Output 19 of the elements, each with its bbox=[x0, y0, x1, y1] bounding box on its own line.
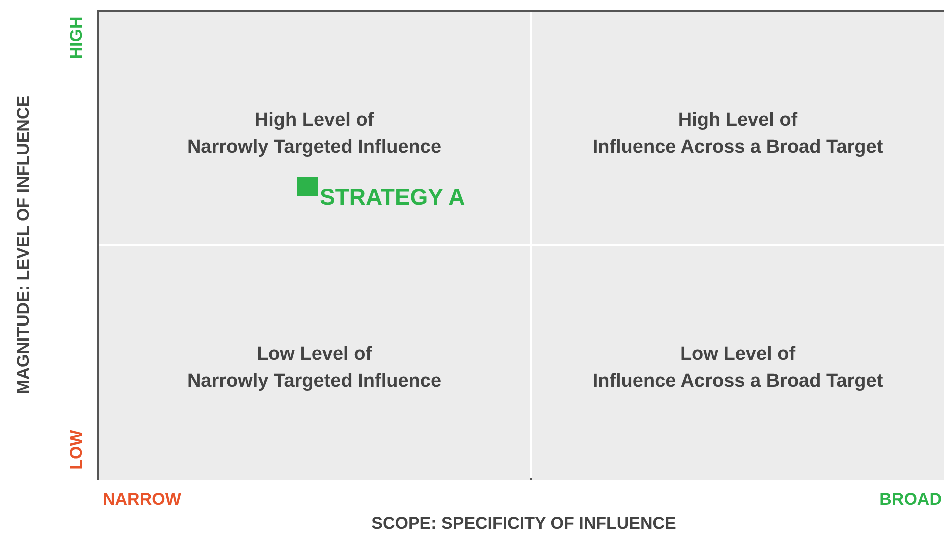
axis-title: SCOPE: SPECIFICITY OF INFLUENCE bbox=[372, 514, 676, 533]
quadrant-text: Influence Across a Broad Target bbox=[592, 370, 884, 394]
axis-end-label: LOW bbox=[67, 430, 87, 470]
quadrant-heading: Low Level of bbox=[680, 343, 796, 367]
quadrant-text: Narrowly Targeted Influence bbox=[187, 136, 442, 160]
quadrant-heading: High Level of bbox=[254, 109, 374, 133]
quadrant-text: Influence Across a Broad Target bbox=[592, 136, 884, 160]
quadrant-panel bbox=[99, 12, 530, 244]
quadrant-heading: High Level of bbox=[678, 109, 798, 133]
quadrant-heading: Low Level of bbox=[256, 343, 372, 367]
quadrant-panel bbox=[532, 246, 944, 480]
axis-end-label: BROAD bbox=[880, 490, 942, 510]
strategy-label: STRATEGY A bbox=[320, 184, 466, 211]
axis-end-label: NARROW bbox=[103, 490, 182, 510]
axis-title: MAGNITUDE: LEVEL OF INFLUENCE bbox=[14, 96, 34, 394]
quadrant-panel bbox=[532, 12, 944, 244]
quadrant-panel bbox=[99, 246, 530, 480]
axis-end-label: HIGH bbox=[67, 16, 87, 60]
quadrant-text: Narrowly Targeted Influence bbox=[187, 370, 442, 394]
